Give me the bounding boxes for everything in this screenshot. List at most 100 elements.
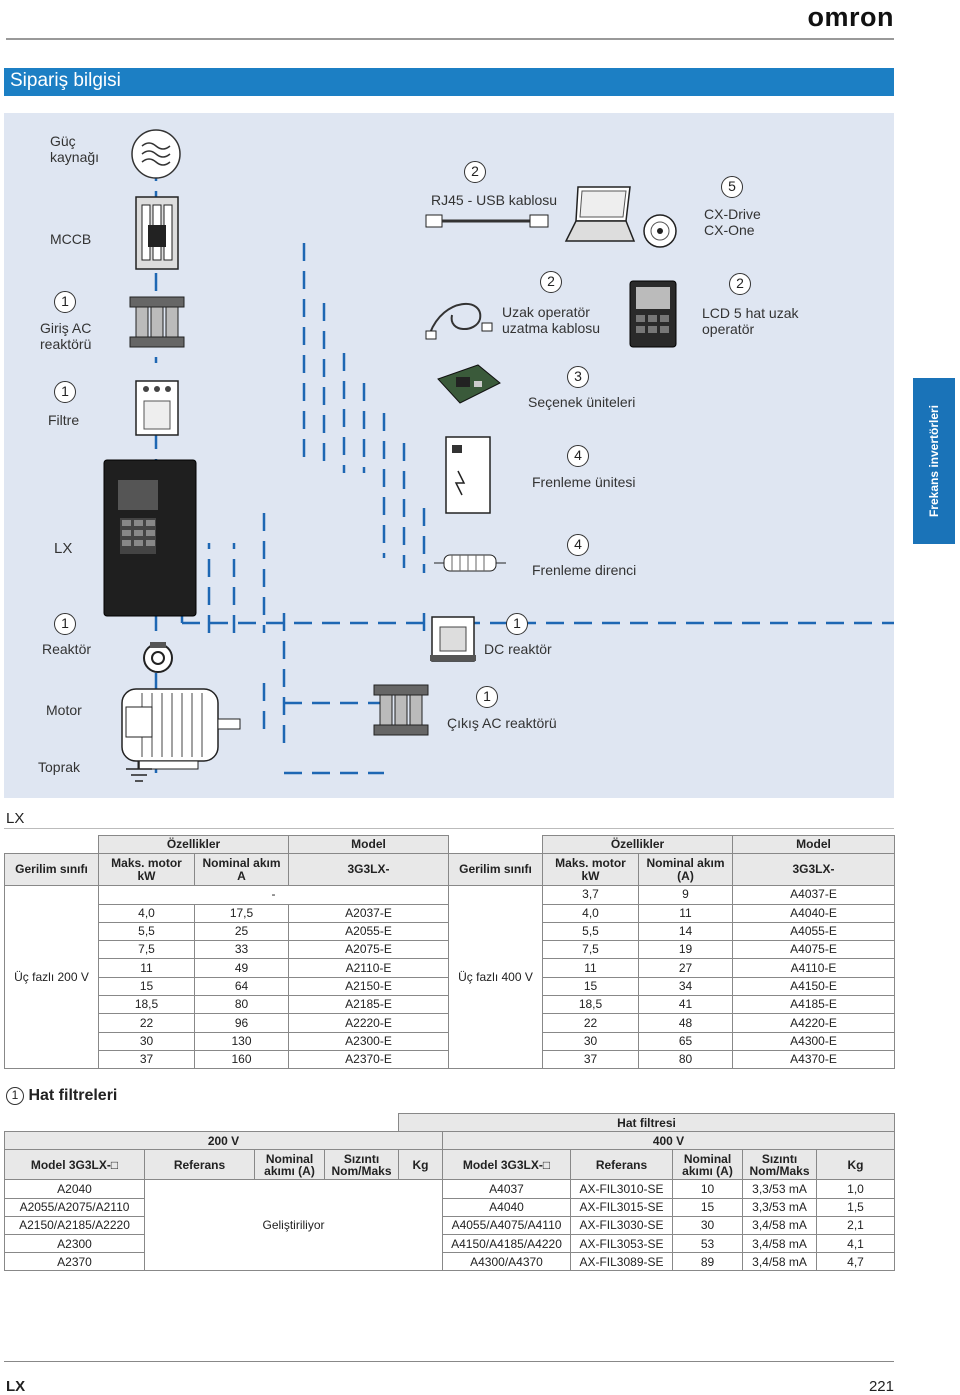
hdr-line-filter: Hat filtresi xyxy=(398,1112,895,1133)
table-cell: 27 xyxy=(638,958,733,978)
lcd-operator-icon xyxy=(629,280,677,348)
table-cell: 25 xyxy=(194,921,289,942)
table-cell: 2,1 xyxy=(816,1215,895,1235)
table-cell: 49 xyxy=(194,958,289,978)
table-cell: 48 xyxy=(638,1013,733,1033)
side-tab-label: Frekans invertörleri xyxy=(927,404,941,518)
table-cell: 96 xyxy=(194,1013,289,1033)
badge-remote-cable: 2 xyxy=(540,271,562,293)
badge-dc-reactor: 1 xyxy=(506,613,528,635)
col-features-right: Özellikler xyxy=(542,834,733,855)
table-cell: A4150/A4185/A4220 xyxy=(442,1233,571,1254)
label-motor: Motor xyxy=(46,702,82,718)
output-reactor-icon xyxy=(373,684,429,736)
table-cell: A2370 xyxy=(4,1252,145,1272)
table-cell: 80 xyxy=(638,1049,733,1070)
ground-icon xyxy=(126,761,152,782)
label-dc-reactor: DC reaktör xyxy=(484,641,552,657)
omron-logo: omron xyxy=(807,2,894,32)
table-cell: 15 xyxy=(542,976,639,997)
line-filter-table: Hat filtresi 200 V 400 V Model 3G3LX-□ R… xyxy=(4,1112,895,1272)
table-cell: 7,5 xyxy=(98,940,195,960)
col-kw-left: Maks. motor kW xyxy=(98,853,195,887)
table-cell: 3,4/58 mA xyxy=(742,1215,817,1235)
label-remote-cable: Uzak operatör uzatma kablosu xyxy=(502,304,601,336)
in-development-note: Geliştiriliyor xyxy=(144,1179,443,1272)
filter-icon xyxy=(135,380,179,436)
option-board-icon xyxy=(437,364,501,404)
side-tab: Frekans invertörleri xyxy=(913,378,955,544)
line-filter-title: Hat filtreleri xyxy=(28,1087,118,1104)
table-cell: A2150-E xyxy=(288,976,449,997)
table-cell: 64 xyxy=(194,976,289,997)
table-cell: A2075-E xyxy=(288,940,449,960)
table-cell: A2037-E xyxy=(288,903,449,923)
page-number: 221 xyxy=(868,1378,894,1395)
table-cell: 15 xyxy=(672,1197,743,1217)
table-cell: A4110-E xyxy=(732,958,895,978)
col-kg-200: Kg xyxy=(398,1149,443,1181)
mccb-icon xyxy=(135,196,179,270)
table-cell: 4,1 xyxy=(816,1233,895,1254)
power-source-icon xyxy=(131,129,181,179)
brake-unit-icon xyxy=(445,436,491,514)
badge-cx: 5 xyxy=(721,176,743,198)
badge-line-filter: 1 xyxy=(6,1087,24,1105)
table-cell: A4055-E xyxy=(732,921,895,942)
badge-brake-res: 4 xyxy=(567,534,589,556)
table-cell: AX-FIL3010-SE xyxy=(570,1179,673,1199)
col-model-400: Model 3G3LX-□ xyxy=(442,1149,571,1181)
extension-cable-icon xyxy=(425,302,493,340)
table-cell: 130 xyxy=(194,1031,289,1051)
col-voltage-left: Gerilim sınıfı xyxy=(4,853,99,887)
label-brake-unit: Frenleme ünitesi xyxy=(532,474,636,490)
laptop-icon xyxy=(564,186,636,242)
brake-resistor-icon xyxy=(434,554,506,572)
table-cell: 19 xyxy=(638,940,733,960)
col-prefix-right: 3G3LX- xyxy=(732,853,895,887)
label-reactor: Reaktör xyxy=(42,641,92,657)
table-cell: A4300/A4370 xyxy=(442,1252,571,1272)
table-cell: 37 xyxy=(542,1049,639,1070)
table-cell: 17,5 xyxy=(194,903,289,923)
col-prefix-left: 3G3LX- xyxy=(288,853,449,887)
table-cell: A4185-E xyxy=(732,995,895,1015)
badge-brake-unit: 4 xyxy=(567,445,589,467)
col-leak-200: Sızıntı Nom/Maks xyxy=(324,1149,399,1181)
table-cell: A2220-E xyxy=(288,1013,449,1033)
label-brake-res: Frenleme direnci xyxy=(532,562,637,578)
lx-inverter-icon xyxy=(103,459,197,617)
table-cell: - xyxy=(98,885,449,905)
col-model-200: Model 3G3LX-□ xyxy=(4,1149,145,1181)
table-cell: AX-FIL3053-SE xyxy=(570,1233,673,1254)
badge-input-reactor: 1 xyxy=(54,291,76,313)
table-cell: 160 xyxy=(194,1049,289,1070)
table-cell: 5,5 xyxy=(542,921,639,942)
table-cell: 5,5 xyxy=(98,921,195,942)
col-leak-400: Sızıntı Nom/Maks xyxy=(742,1149,817,1181)
table-cell: 10 xyxy=(672,1179,743,1199)
table-cell: 3,7 xyxy=(542,885,639,905)
label-ground: Toprak xyxy=(38,759,81,775)
col-ref-200: Referans xyxy=(144,1149,255,1181)
footer-rule xyxy=(4,1361,894,1362)
dc-reactor-icon xyxy=(430,616,476,662)
col-features-left: Özellikler xyxy=(98,834,289,855)
table-cell: A4040 xyxy=(442,1197,571,1217)
table-cell: 1,5 xyxy=(816,1197,895,1217)
lx-heading: LX xyxy=(6,810,25,827)
col-current-left: Nominal akım A xyxy=(194,853,289,887)
col-kw-right: Maks. motor kW xyxy=(542,853,639,887)
table-cell: 4,0 xyxy=(98,903,195,923)
